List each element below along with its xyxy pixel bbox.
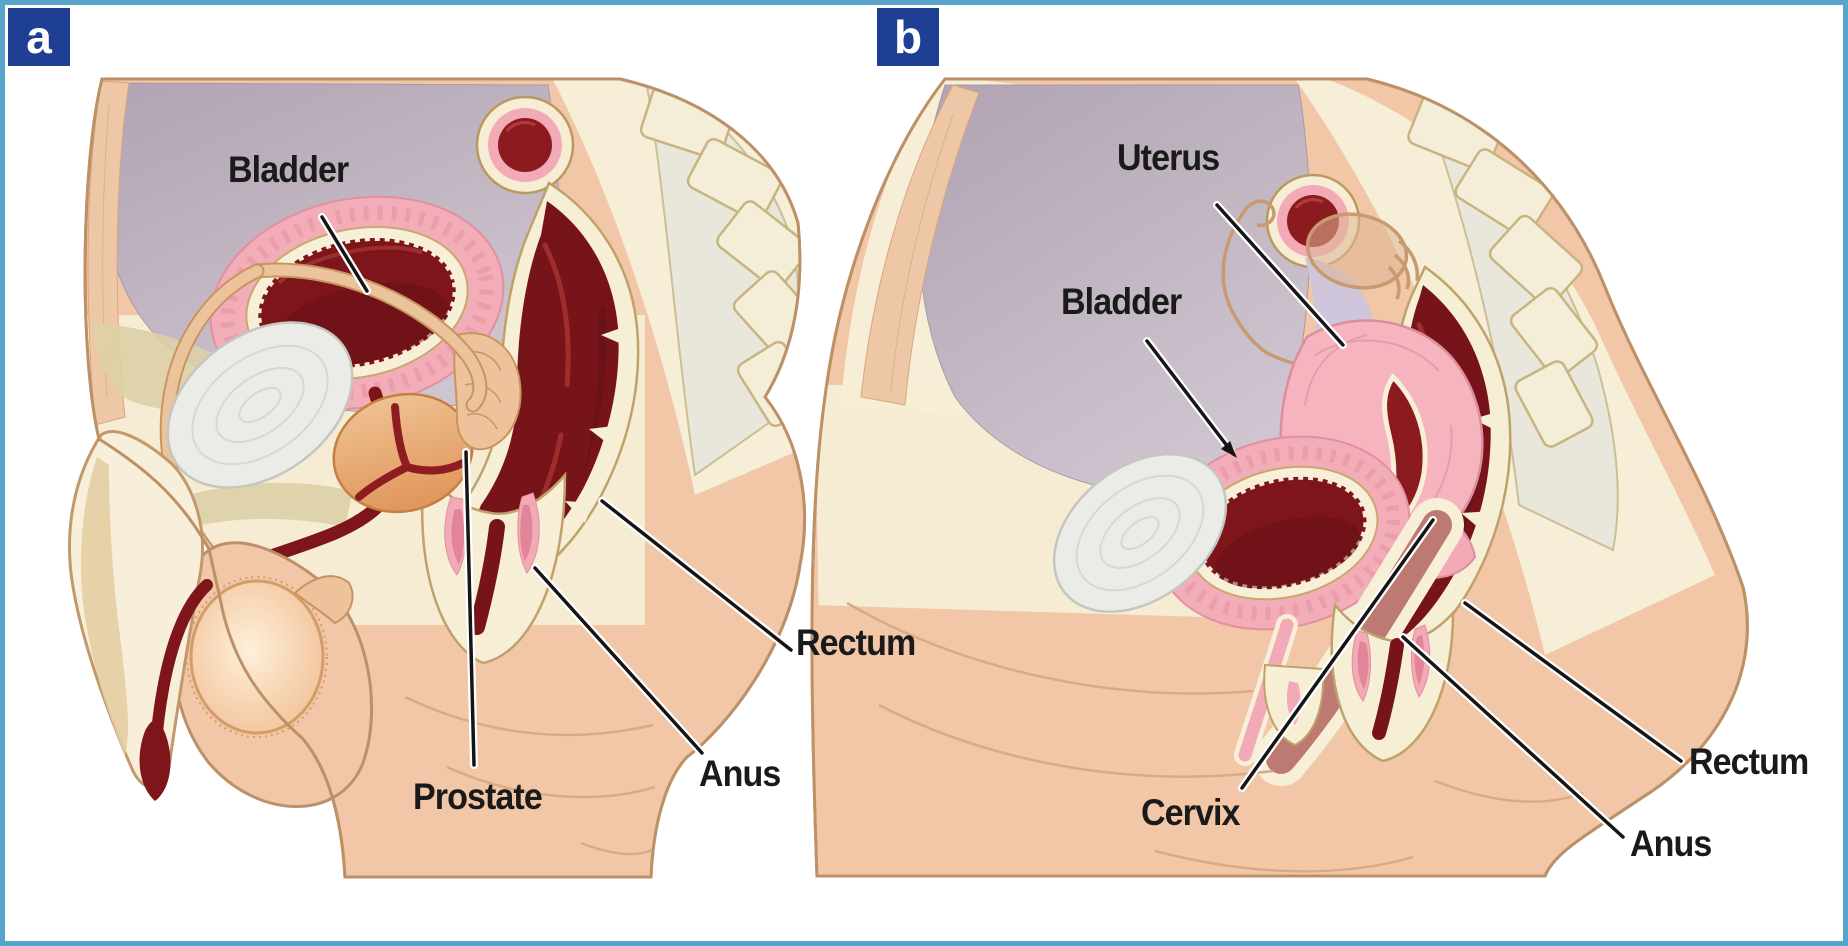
panel-b-illustration <box>810 77 1749 878</box>
leader-a-anus <box>533 566 704 755</box>
skin-creases <box>846 601 1584 873</box>
panel-b-badge: b <box>877 8 939 66</box>
label-b-rectum: Rectum <box>1689 741 1809 782</box>
leader-b-cervix <box>1240 518 1435 790</box>
epididymis <box>293 575 354 625</box>
leader-a-bladder <box>320 215 369 293</box>
glans <box>139 720 171 801</box>
label-b-bladder: Bladder <box>1061 281 1182 322</box>
penis <box>67 430 213 801</box>
leader-b-rectum <box>1463 601 1683 763</box>
label-a-bladder: Bladder <box>228 149 349 190</box>
pubic-bone <box>1052 453 1228 613</box>
panel-a-badge: a <box>8 8 70 66</box>
leader-a-prostate <box>464 450 476 767</box>
anal-canal <box>1372 638 1404 740</box>
anal-sphincter <box>1351 624 1431 702</box>
ovary <box>1305 212 1409 290</box>
label-b-cervix: Cervix <box>1141 792 1240 833</box>
anal-canal <box>469 519 505 635</box>
panel-a-illustration <box>67 77 807 879</box>
leader-b-uterus <box>1215 203 1345 347</box>
label-b-uterus: Uterus <box>1117 137 1220 178</box>
pubic-bone <box>166 321 354 489</box>
abdominal-muscle <box>860 84 980 406</box>
leader-b-bladder-arrowhead <box>1221 441 1237 458</box>
leader-b-anus <box>1401 635 1625 839</box>
label-a-anus: Anus <box>699 753 781 794</box>
label-a-prostate: Prostate <box>413 776 543 817</box>
anatomy-illustration <box>67 77 1749 879</box>
leader-a-rectum <box>600 499 793 652</box>
sigmoid-colon <box>475 95 575 195</box>
fallopian-tube-ovary <box>1221 199 1420 367</box>
leader-b-bladder <box>1145 339 1233 453</box>
label-b-anus: Anus <box>1630 823 1712 864</box>
label-a-rectum: Rectum <box>796 622 916 663</box>
leader-lines <box>318 201 1685 841</box>
anal-sphincter <box>444 492 540 576</box>
rectum-lumen <box>474 201 619 571</box>
